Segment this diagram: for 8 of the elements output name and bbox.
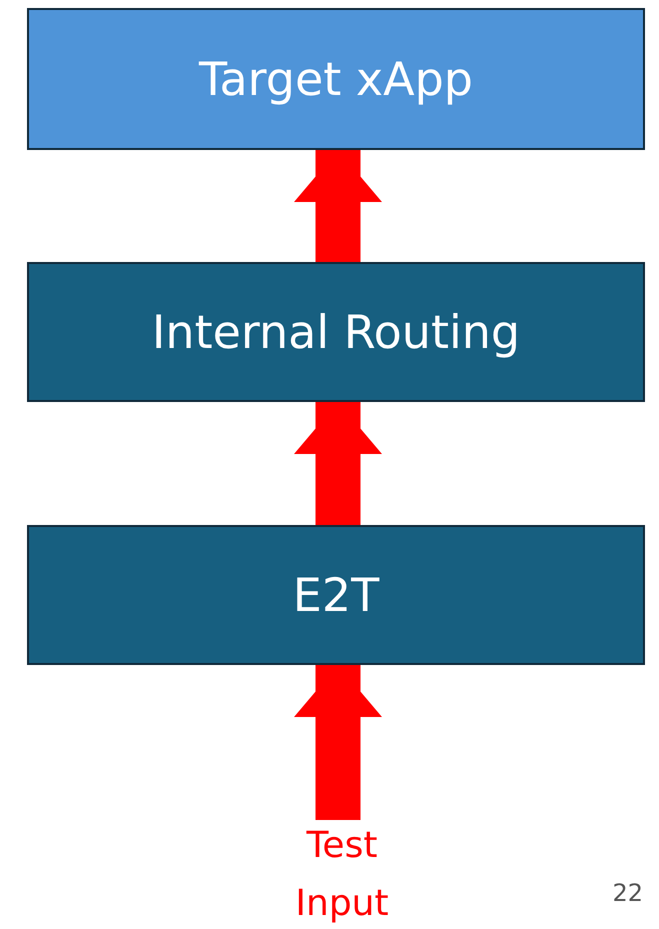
process-box: E2T <box>27 525 645 665</box>
process-box: Target xApp <box>27 8 645 150</box>
page-number: 22 <box>612 878 643 909</box>
process-box: Internal Routing <box>27 262 645 402</box>
block-arrow <box>294 150 382 262</box>
input-label: Test Input <box>272 820 412 929</box>
block-arrow <box>294 665 382 820</box>
block-arrow <box>294 402 382 525</box>
